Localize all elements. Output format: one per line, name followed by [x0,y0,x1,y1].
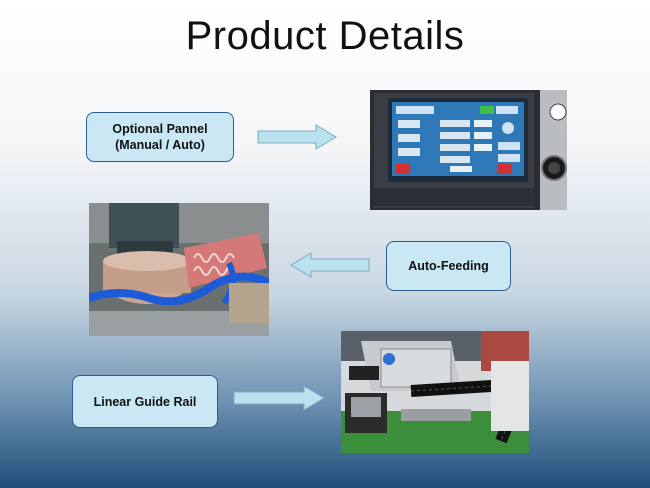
auto-feeding-photo [89,203,269,336]
feature-label-auto-feeding: Auto-Feeding [386,241,511,291]
feature-label-linear-guide-rail: Linear Guide Rail [72,375,218,428]
arrow-right-icon [257,124,337,150]
feature-label-optional-panel: Optional Pannel (Manual / Auto) [86,112,234,162]
arrow-right-icon [233,385,325,411]
page-title: Product Details [185,14,465,58]
linear-guide-rail-photo [341,331,529,453]
arrow-left-icon [290,252,370,278]
control-panel-photo [370,90,567,210]
